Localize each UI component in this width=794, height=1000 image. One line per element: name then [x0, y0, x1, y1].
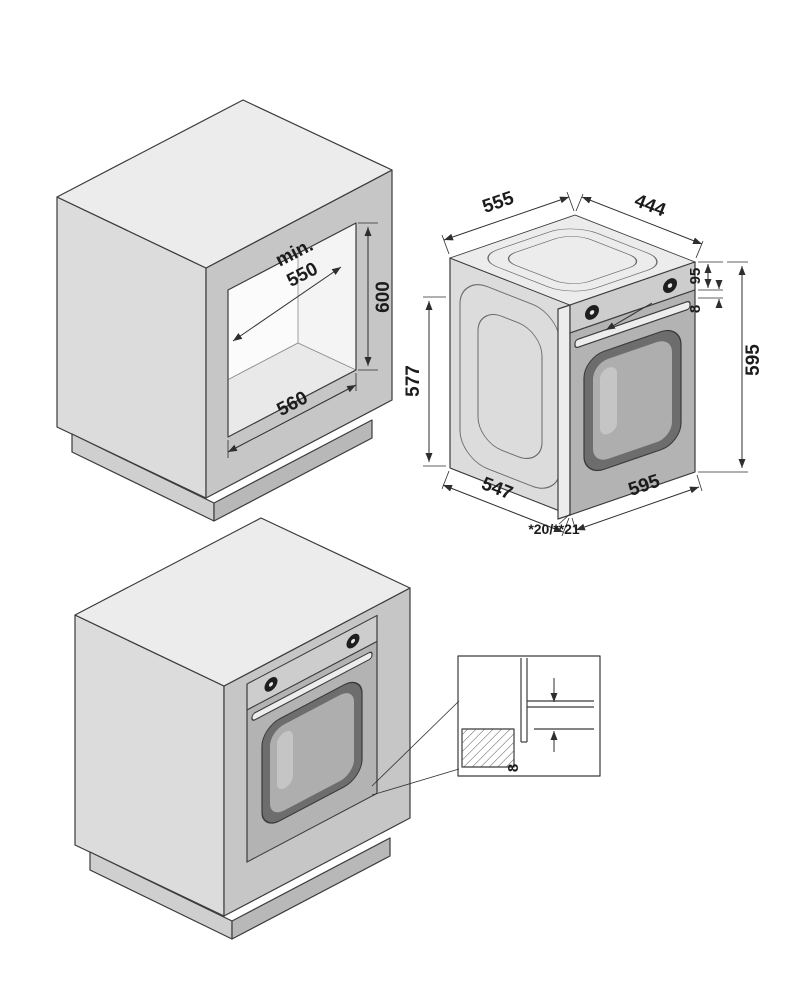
oven-top-width-dim: 444: [631, 190, 669, 221]
cabinet2-plinth-right: [231, 837, 391, 940]
installed-door-handle: [251, 651, 373, 721]
niche-depth-dim-line: [232, 266, 342, 342]
oven-protrusion-dimension: *20/**21: [528, 513, 580, 537]
panel-leader-arrow: [605, 302, 653, 331]
door-window-sheen: [600, 367, 617, 435]
installed-left-knob-highlight: [269, 682, 273, 687]
side-panel-inner-emboss: [477, 314, 543, 459]
oven-width-dim-line: [575, 486, 700, 531]
oven-height-dimension: 595: [698, 261, 764, 473]
oven-top-depth-dim: 555: [480, 188, 517, 218]
oven-front-height-dim: 577: [403, 365, 424, 397]
gap-detail-figure: 8: [457, 655, 601, 777]
oven-front-frame-lip: [557, 304, 571, 520]
oven-panel-gap-dim: 8: [687, 305, 704, 313]
installed-door-window-glass: [270, 693, 354, 813]
cabinet-top-face: [56, 99, 393, 269]
cabinet2-top-face: [74, 517, 411, 687]
oven-protrusion-note: *20/**21: [528, 521, 580, 537]
oven-figure: 555 444 95 8 595: [403, 188, 764, 537]
oven-top-depth-dim-line: [443, 196, 570, 241]
detail-box: [457, 655, 601, 777]
niche-height-dim: 600: [373, 281, 394, 313]
installed-door-window-sheen: [277, 730, 293, 790]
niche-cabinet-figure: min. 550 600 560: [56, 99, 394, 522]
detail-cross-section: 8: [461, 658, 594, 772]
oven-panel-dimensions: 95 8: [605, 261, 723, 331]
oven-depth-dim-line: [442, 484, 564, 533]
left-knob-highlight: [589, 310, 595, 315]
right-knob-highlight: [667, 283, 673, 288]
oven-panel-height-dim: 95: [687, 268, 704, 285]
oven-top-width-dim-line: [581, 196, 703, 245]
detail-leader-line-top: [371, 700, 460, 787]
installed-right-knob-highlight: [351, 638, 355, 644]
oven-front-face: [569, 261, 696, 516]
oven-height-dim: 595: [743, 344, 764, 376]
niche-width-dim-line: [227, 384, 357, 453]
detail-leader-line-bottom: [371, 768, 460, 796]
detail-gap-dim: 8: [505, 764, 522, 772]
door-handle: [574, 300, 691, 349]
cabinet-panel-hatch: [461, 728, 515, 768]
oven-top-recess-inner: [507, 236, 638, 284]
installed-oven-figure: [74, 517, 460, 940]
installed-oven-front: [246, 614, 378, 863]
niche-height-dimension: 600: [358, 222, 394, 371]
oven-front-height-dimension: 577: [403, 296, 446, 467]
